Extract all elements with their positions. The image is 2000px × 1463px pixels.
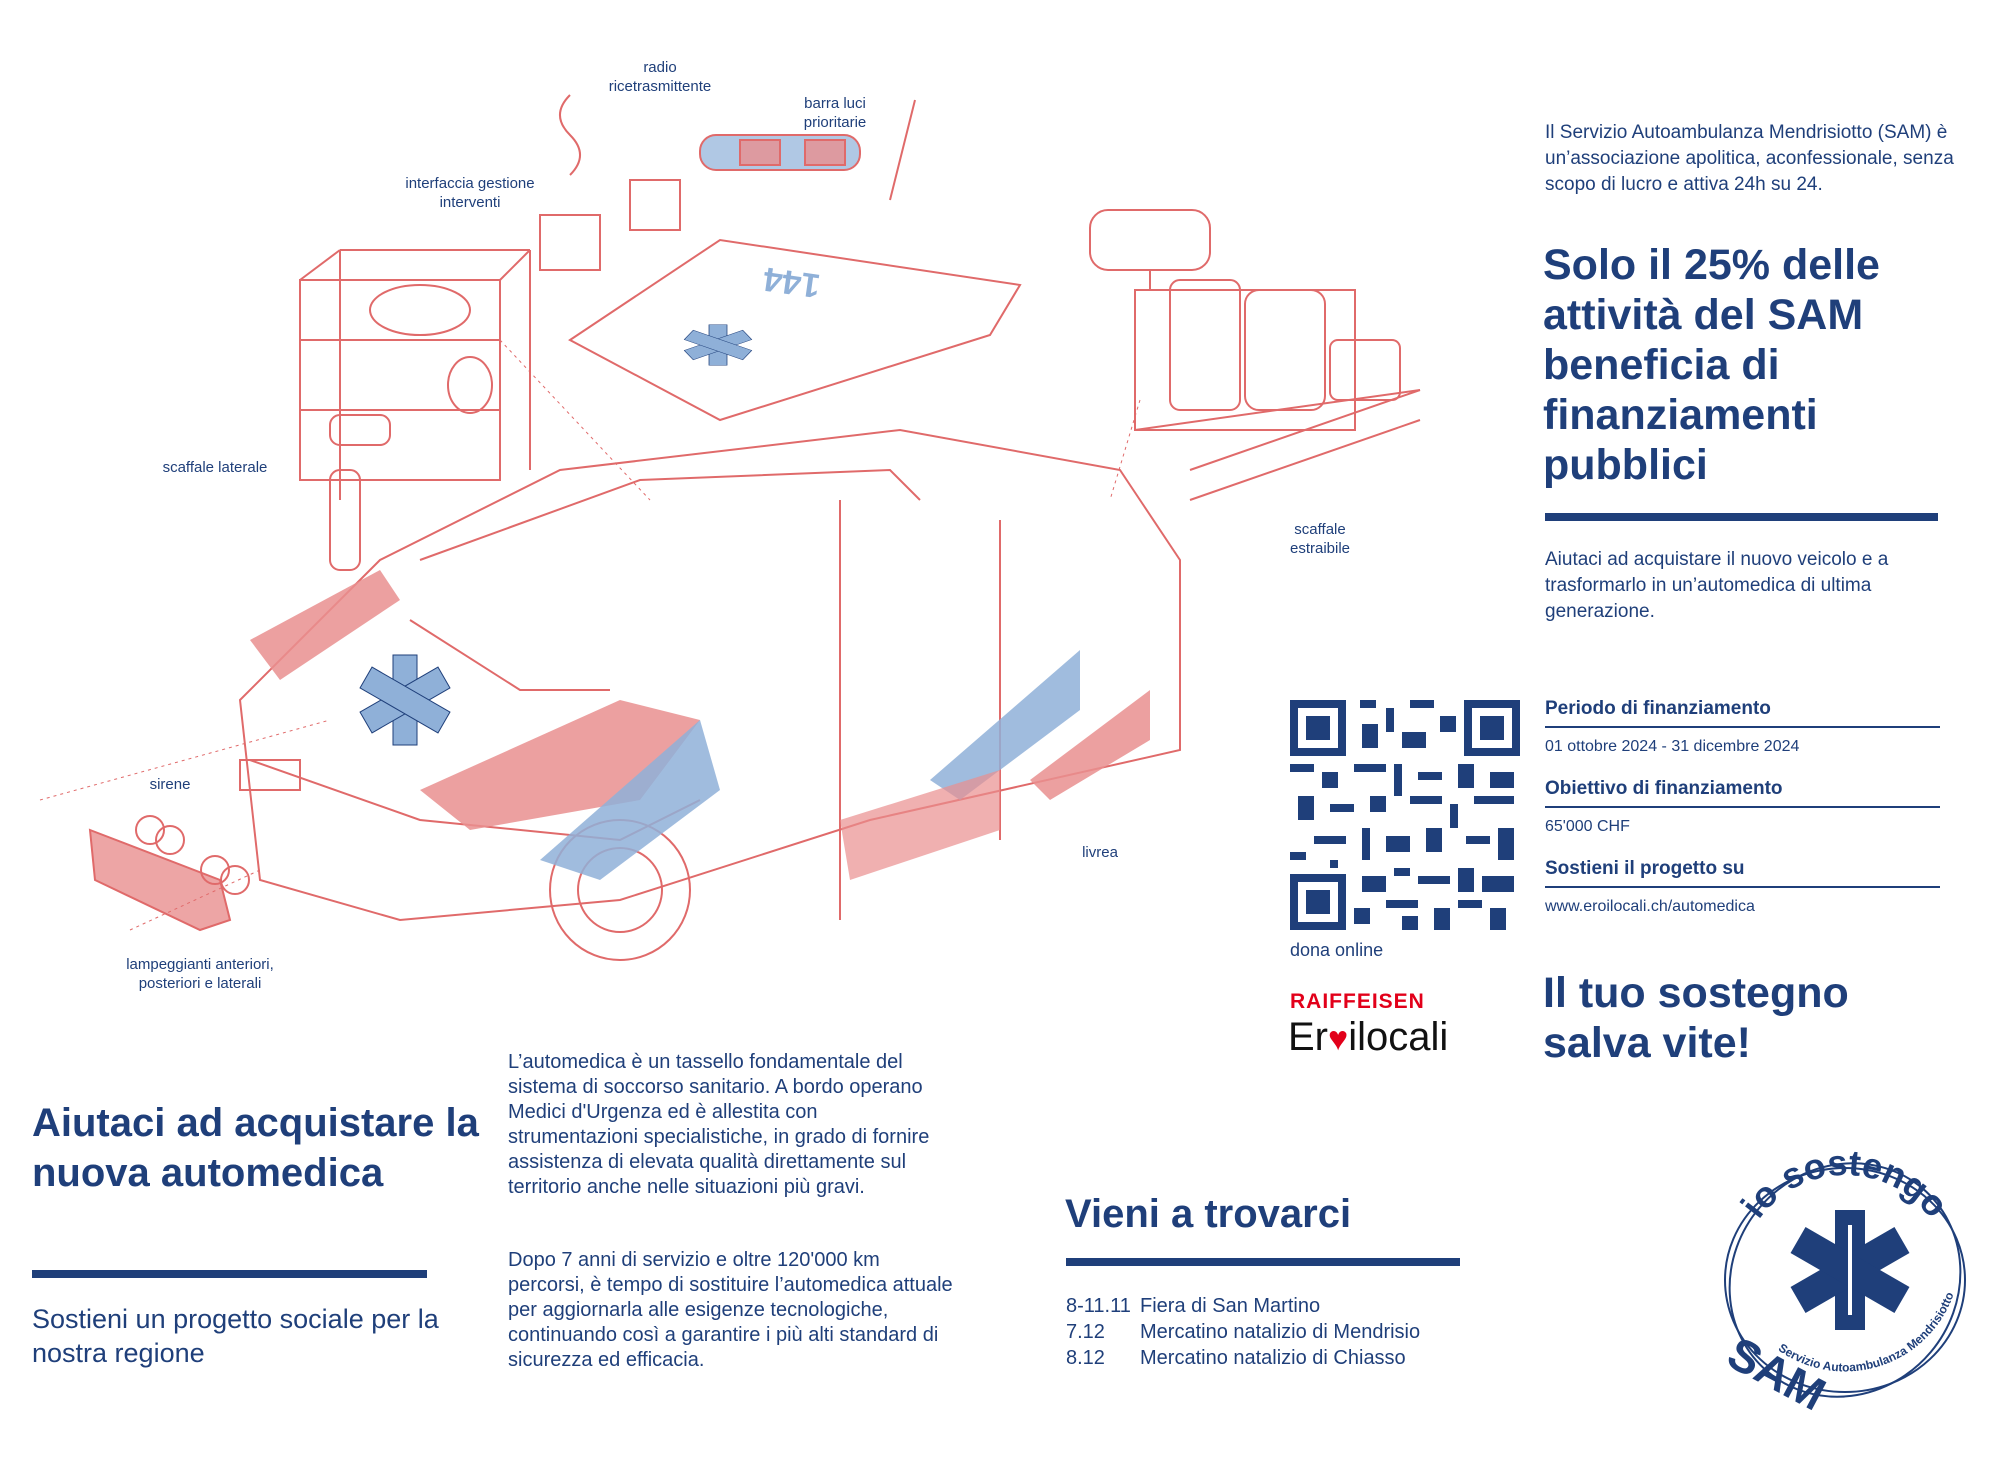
label-side-shelf: scaffale laterale bbox=[162, 459, 268, 476]
eroilocali-logo: Er♥ilocali bbox=[1288, 1015, 1448, 1060]
event-item: 8-11.11 Fiera di San Martino bbox=[1066, 1293, 1506, 1319]
headline: Solo il 25% delle attività del SAM benef… bbox=[1543, 241, 1880, 489]
event-date: 8.12 bbox=[1066, 1347, 1105, 1369]
left-title: Aiutaci ad acquistare la nuova automedic… bbox=[32, 1101, 479, 1195]
events-rule bbox=[1066, 1258, 1460, 1266]
raiffeisen-logo: RAIFFEISEN bbox=[1290, 990, 1425, 1013]
roof-panel bbox=[568, 238, 1022, 422]
car-body-drawing bbox=[238, 428, 1181, 961]
badge-sam-text: SAM bbox=[1719, 1326, 1834, 1420]
label-sirens: sirene bbox=[149, 776, 191, 793]
label-radio: radio ricetrasmittente bbox=[608, 59, 712, 95]
qr-caption: dona online bbox=[1290, 940, 1384, 960]
label-light-bar: barra luci prioritarie bbox=[803, 95, 867, 131]
support-label: Sostieni il progetto su bbox=[1545, 858, 1745, 879]
label-interface: interfaccia gestione interventi bbox=[405, 175, 535, 211]
event-name: Mercatino natalizio di Chiasso bbox=[1140, 1347, 1406, 1369]
support-rule bbox=[1545, 886, 1940, 888]
livery-fills bbox=[250, 570, 1150, 880]
intro-text: Il Servizio Autoambulanza Mendrisiotto (… bbox=[1545, 122, 1954, 195]
period-value: 01 ottobre 2024 - 31 dicembre 2024 bbox=[1545, 738, 1800, 755]
star-of-life-symbols bbox=[359, 324, 753, 746]
roof-number: 144 bbox=[761, 259, 823, 305]
ambulance-illustration: 144 bbox=[39, 94, 1421, 961]
slogan: Il tuo sostegno salva vite! bbox=[1543, 969, 1849, 1067]
events-title: Vieni a trovarci bbox=[1065, 1192, 1352, 1236]
event-item: 8.12 Mercatino natalizio di Chiasso bbox=[1066, 1345, 1506, 1371]
help-text: Aiutaci ad acquistare il nuovo veicolo e… bbox=[1545, 549, 1889, 622]
goal-rule bbox=[1545, 806, 1940, 808]
headline-rule bbox=[1545, 513, 1938, 521]
funding-info: Periodo di finanziamento 01 ottobre 2024… bbox=[1545, 698, 1940, 915]
siren-drawings bbox=[135, 815, 250, 895]
sam-badge-logo: io sostengo SAM Servizio Autoambulanza M… bbox=[1719, 1142, 1966, 1420]
qr-code[interactable] bbox=[1290, 700, 1520, 930]
heart-icon: ♥ bbox=[1328, 1020, 1349, 1058]
front-bumper bbox=[88, 828, 232, 932]
event-name: Mercatino natalizio di Mendrisio bbox=[1140, 1321, 1421, 1343]
label-flashing-lights: lampeggianti anteriori, posteriori e lat… bbox=[126, 956, 274, 992]
events-list: 8-11.11 Fiera di San Martino 7.12 Mercat… bbox=[1066, 1293, 1506, 1371]
left-subtitle: Sostieni un progetto sociale per la nost… bbox=[32, 1304, 439, 1368]
label-livery: livrea bbox=[1082, 844, 1118, 861]
leader-lines bbox=[39, 339, 1141, 931]
eroilocali-pre: Er bbox=[1288, 1015, 1328, 1059]
goal-label: Obiettivo di finanziamento bbox=[1545, 778, 1783, 799]
label-extractable-shelf: scaffale estraibile bbox=[1289, 521, 1351, 557]
period-label: Periodo di finanziamento bbox=[1545, 698, 1771, 719]
left-title-rule bbox=[32, 1270, 427, 1278]
event-date: 8-11.11 bbox=[1066, 1295, 1131, 1317]
body-paragraph-1: L’automedica è un tassello fondamentale … bbox=[508, 1051, 930, 1198]
side-shelf-drawing bbox=[299, 249, 531, 571]
support-link[interactable]: www.eroilocali.ch/automedica bbox=[1545, 898, 1755, 915]
event-date: 7.12 bbox=[1066, 1321, 1105, 1343]
event-name: Fiera di San Martino bbox=[1140, 1295, 1321, 1317]
body-paragraph-2: Dopo 7 anni di servizio e oltre 120'000 … bbox=[508, 1249, 953, 1371]
goal-value: 65'000 CHF bbox=[1545, 818, 1630, 835]
equipment-drawings bbox=[539, 94, 916, 271]
extractable-shelf-drawing bbox=[1089, 209, 1421, 501]
period-rule bbox=[1545, 726, 1940, 728]
eroilocali-post: ilocali bbox=[1348, 1015, 1449, 1059]
event-item: 7.12 Mercatino natalizio di Mendrisio bbox=[1066, 1319, 1506, 1345]
